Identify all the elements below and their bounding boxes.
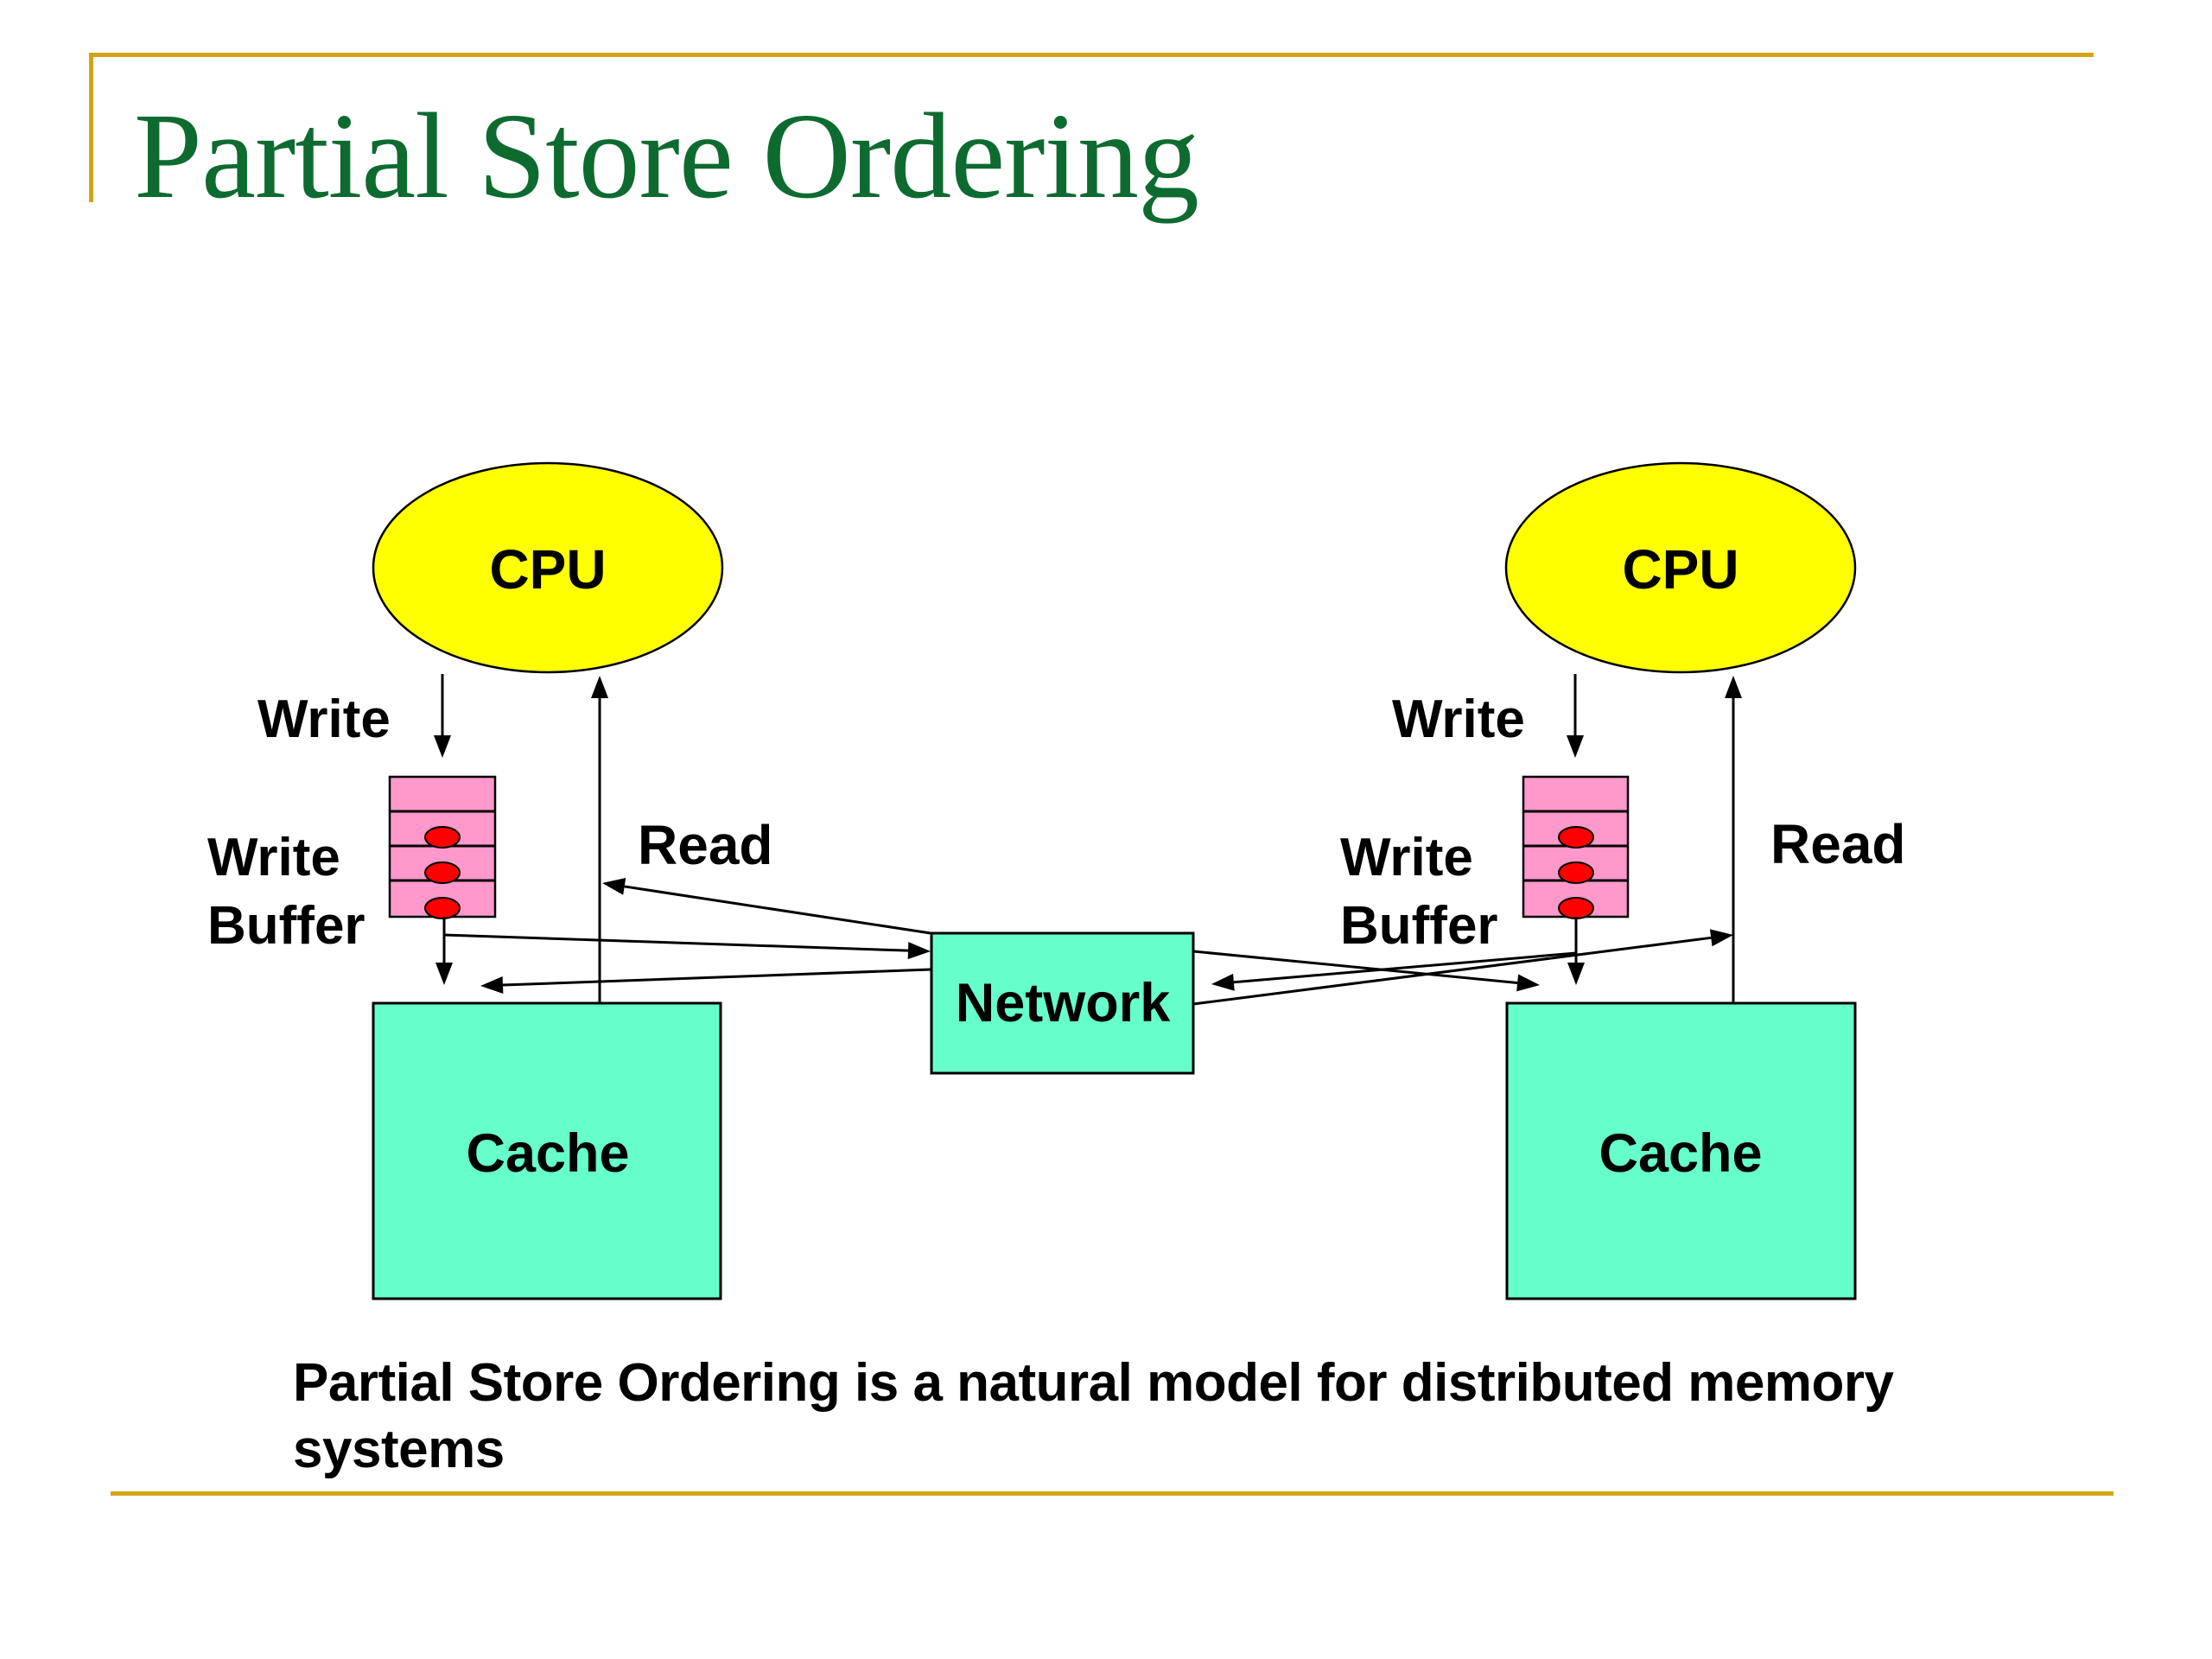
arrow-write-right (1567, 674, 1584, 758)
buffer-entry (424, 826, 461, 849)
arrowhead-icon (602, 878, 626, 895)
bottom-rule (111, 1491, 2113, 1496)
buffer-entry (1558, 826, 1594, 849)
buffer-label-left-line2: Buffer (207, 896, 365, 956)
write-buffer-right[interactable] (1522, 775, 1630, 919)
arrow-shaft (1192, 936, 1712, 1006)
write-label-right: Write (1392, 690, 1525, 749)
left-rule (89, 53, 93, 202)
arrows (434, 674, 1742, 1006)
arrow-write-left (434, 674, 451, 758)
arrow-read-left (591, 676, 608, 1003)
arrow-network-to-cache-left (480, 968, 931, 995)
arrow-buffer-left-to-network (443, 933, 931, 960)
buffer-entry (1558, 897, 1594, 919)
arrowhead-icon (591, 676, 608, 698)
arrowhead-icon (480, 976, 504, 995)
arrow-shaft (443, 933, 909, 952)
slide-title: Partial Store Ordering (134, 87, 1199, 224)
write-buffer-left[interactable] (388, 775, 497, 919)
arrow-network-to-read-left (602, 878, 931, 935)
arrowhead-icon (434, 735, 451, 758)
arrowhead-icon (1725, 676, 1742, 698)
top-rule (91, 53, 2094, 57)
buffer-entry (424, 861, 461, 884)
cache-left[interactable] (372, 1001, 722, 1300)
arrow-buffer-to-cache-right (1567, 917, 1585, 985)
arrow-shaft (1192, 950, 1518, 984)
buffer-label-right-line2: Buffer (1340, 896, 1498, 956)
arrow-network-to-read-right (1192, 929, 1733, 1006)
arrowhead-icon (1211, 973, 1235, 991)
read-label-right: Read (1770, 813, 1906, 875)
read-label-left: Read (638, 814, 773, 876)
node-left: CPU Cache Write Write Buffer Read (207, 461, 773, 1300)
arrowhead-icon (1567, 735, 1584, 758)
buffer-entry (1558, 861, 1594, 884)
buffer-label-left-line1: Write (207, 828, 340, 887)
cpu-left[interactable] (372, 461, 724, 674)
cache-right-label: Cache (1599, 1123, 1762, 1184)
arrow-shaft (1233, 951, 1577, 984)
cache-right[interactable] (1505, 1001, 1857, 1300)
arrowhead-icon (1516, 974, 1540, 992)
arrow-network-to-cache-right (1192, 950, 1540, 992)
cache-left-label: Cache (466, 1123, 629, 1184)
arrow-buffer-to-cache-left (435, 917, 453, 985)
cpu-right-label: CPU (1622, 538, 1738, 601)
cpu-right[interactable] (1504, 461, 1857, 674)
network-label: Network (956, 973, 1172, 1033)
arrow-shaft (502, 968, 931, 987)
arrow-shaft (624, 885, 931, 935)
arrow-read-right (1725, 676, 1742, 1003)
arrowhead-icon (1567, 963, 1585, 985)
write-label-left: Write (257, 690, 391, 749)
network[interactable] (930, 931, 1195, 1075)
arrow-buffer-right-to-network (1211, 951, 1577, 991)
buffer-label-right-line1: Write (1340, 828, 1473, 887)
cpu-left-label: CPU (489, 538, 606, 601)
slide-caption: Partial Store Ordering is a natural mode… (293, 1353, 1894, 1479)
arrowhead-icon (435, 963, 453, 985)
arrowhead-icon (1709, 929, 1733, 947)
arrowhead-icon (907, 942, 931, 960)
buffer-entry (424, 897, 461, 919)
node-right: CPU Cache Write Write Buffer Read (1340, 461, 1906, 1300)
